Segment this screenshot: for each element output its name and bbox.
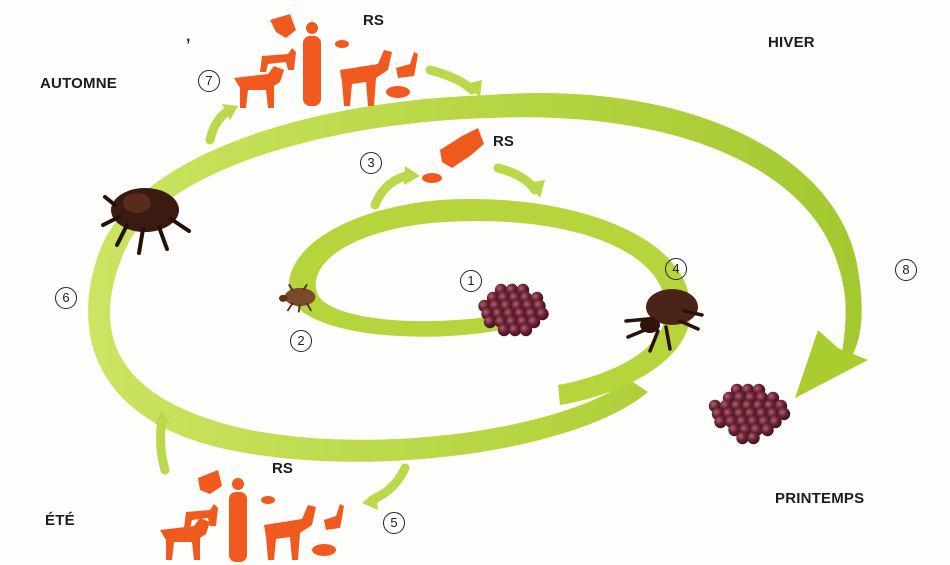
egg bbox=[483, 315, 497, 329]
host-label-adult: RS bbox=[363, 12, 384, 29]
host-label-larva: RS bbox=[493, 133, 514, 150]
egg bbox=[736, 431, 749, 445]
larva-tick-icon bbox=[279, 283, 316, 313]
egg bbox=[519, 323, 533, 337]
egg bbox=[508, 323, 522, 337]
step-7-marker: 7 bbox=[198, 70, 220, 92]
step-5-marker: 5 bbox=[383, 512, 405, 534]
hosts-summer-icon bbox=[160, 470, 344, 562]
stray-mark: , bbox=[186, 28, 191, 45]
egg bbox=[728, 423, 741, 437]
egg-cluster-spring bbox=[708, 383, 791, 445]
connector-arrow-heads bbox=[155, 80, 545, 510]
egg bbox=[527, 315, 541, 329]
season-autumn-label: AUTOMNE bbox=[40, 75, 117, 92]
hosts-larva-icon bbox=[422, 128, 484, 183]
step-1-marker: 1 bbox=[460, 270, 482, 292]
step-8-marker: 8 bbox=[895, 259, 917, 281]
season-summer-label: ÉTÉ bbox=[45, 512, 75, 529]
step-3-marker: 3 bbox=[360, 152, 382, 174]
step-2-marker: 2 bbox=[290, 330, 312, 352]
step-6-marker: 6 bbox=[55, 287, 77, 309]
egg bbox=[714, 415, 727, 429]
egg bbox=[536, 307, 549, 321]
egg bbox=[777, 407, 791, 421]
egg bbox=[769, 415, 782, 429]
hosts-autumn-icon bbox=[234, 14, 418, 108]
egg bbox=[497, 323, 511, 337]
step-4-marker: 4 bbox=[665, 258, 687, 280]
egg bbox=[761, 423, 774, 437]
season-winter-label: HIVER bbox=[768, 34, 815, 51]
egg bbox=[747, 431, 760, 445]
egg-cluster-center bbox=[478, 283, 549, 337]
host-label-nymph: RS bbox=[272, 460, 293, 477]
nymph-tick-icon bbox=[624, 289, 704, 353]
adult-tick-icon bbox=[101, 188, 191, 255]
season-spring-label: PRINTEMPS bbox=[775, 490, 865, 507]
